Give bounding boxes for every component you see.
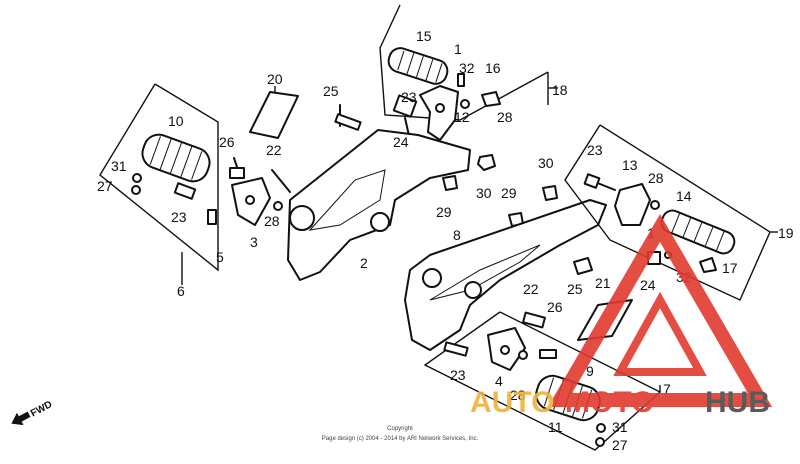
callout-25b: 25: [567, 281, 583, 297]
callout-25: 25: [323, 83, 339, 99]
footpeg-10: [141, 133, 211, 183]
callout-28b: 28: [264, 213, 280, 229]
callout-29: 29: [436, 204, 452, 220]
washer-28: [460, 99, 470, 109]
callout-29b: 29: [501, 185, 517, 201]
callout-26b: 26: [547, 299, 563, 315]
arrow-left-icon: [11, 411, 31, 426]
callout-30b: 30: [538, 155, 554, 171]
credit-line: Page design (c) 2004 - 2014 by ARI Netwo…: [322, 436, 479, 442]
callout-18: 18: [552, 82, 568, 98]
pin-23-left: [173, 182, 197, 200]
callout-5: 5: [216, 249, 224, 265]
nut-30: [477, 154, 496, 171]
callout-28c: 28: [648, 170, 664, 186]
callout-17: 17: [722, 260, 738, 276]
nut-31-lower: [596, 423, 606, 433]
nut-31-left: [132, 173, 142, 183]
callout-24b: 24: [640, 277, 656, 293]
upper-peg-group: [379, 4, 558, 141]
bolt-23-right: [583, 173, 601, 189]
watermark-moto: MOTO: [565, 386, 654, 419]
fwd-label: FWD: [29, 399, 54, 419]
warning-triangle-icon: [547, 214, 773, 407]
copyright-label: Copyright: [387, 426, 413, 432]
pivot-16: [481, 91, 501, 107]
washer-28-lower: [518, 350, 528, 360]
group-outline-19: [564, 124, 771, 301]
callout-10: 10: [168, 113, 184, 129]
callout-22b: 22: [523, 281, 539, 297]
callout-30: 30: [476, 185, 492, 201]
nut-25-right: [573, 257, 593, 275]
callout-16: 16: [485, 60, 501, 76]
callout-31b: 31: [612, 419, 628, 435]
callout-28d: 28: [510, 387, 526, 403]
bolt-22-lower: [522, 311, 546, 329]
callout-15: 15: [416, 28, 432, 44]
callout-23: 23: [401, 89, 417, 105]
nut-27-lower: [595, 437, 605, 447]
left-peg-group: [99, 83, 291, 285]
bolt-25: [334, 113, 362, 131]
footpeg-14: [660, 209, 736, 255]
fwd-arrow: FWD: [11, 399, 54, 426]
callout-12: 12: [454, 109, 470, 125]
callout-21: 21: [595, 275, 611, 291]
bracket-13: [614, 183, 651, 226]
watermark: AUTO MOTO HUB: [470, 214, 773, 419]
watermark-hub: HUB: [705, 386, 770, 419]
callout-4: 4: [495, 373, 503, 389]
callout-20: 20: [267, 71, 283, 87]
pin-23: [392, 94, 418, 118]
callout-labels: 1 1 2 3 4 5 6 7 8 9 10 11 12 13 14 15 16…: [97, 28, 794, 453]
spring-9: [539, 349, 557, 359]
callout-31: 31: [111, 158, 127, 174]
callout-23c: 23: [587, 142, 603, 158]
watermark-auto: AUTO: [470, 386, 554, 419]
callout-2: 2: [360, 255, 368, 271]
callout-6: 6: [177, 283, 185, 299]
spring-5: [207, 209, 217, 225]
bracket-12: [419, 85, 459, 141]
callout-23b: 23: [171, 209, 187, 225]
right-peg-group: [564, 124, 778, 301]
spring-32: [457, 73, 465, 87]
callout-27: 27: [97, 178, 113, 194]
callout-27b: 27: [612, 437, 628, 453]
callout-9: 9: [586, 363, 594, 379]
pivot-17: [699, 257, 717, 273]
footpeg-15: [387, 47, 449, 85]
group-outline-6: [99, 83, 219, 272]
callout-8: 8: [453, 227, 461, 243]
callout-26: 26: [219, 134, 235, 150]
callout-14: 14: [676, 188, 692, 204]
callout-7: 7: [663, 381, 671, 397]
main-bracket-2: [287, 129, 471, 281]
bolt-26: [229, 167, 245, 179]
callout-19: 19: [778, 225, 794, 241]
right-bracket-8: [404, 199, 607, 351]
callout-11: 11: [548, 419, 563, 435]
plate-20: [249, 91, 299, 139]
callout-24: 24: [393, 134, 409, 150]
nut-27-left: [131, 185, 141, 195]
nut-30b: [542, 185, 558, 201]
washer-28-right: [650, 200, 660, 210]
callout-13: 13: [622, 157, 638, 173]
bolt-23-lower: [443, 341, 469, 357]
callout-1: 1: [454, 41, 462, 57]
nut-29: [442, 175, 458, 191]
callout-3: 3: [250, 234, 258, 250]
callout-32: 32: [459, 60, 475, 76]
callout-23d: 23: [450, 367, 466, 383]
callout-22: 22: [266, 142, 282, 158]
washer-28-left: [273, 201, 283, 211]
callout-28: 28: [497, 109, 513, 125]
